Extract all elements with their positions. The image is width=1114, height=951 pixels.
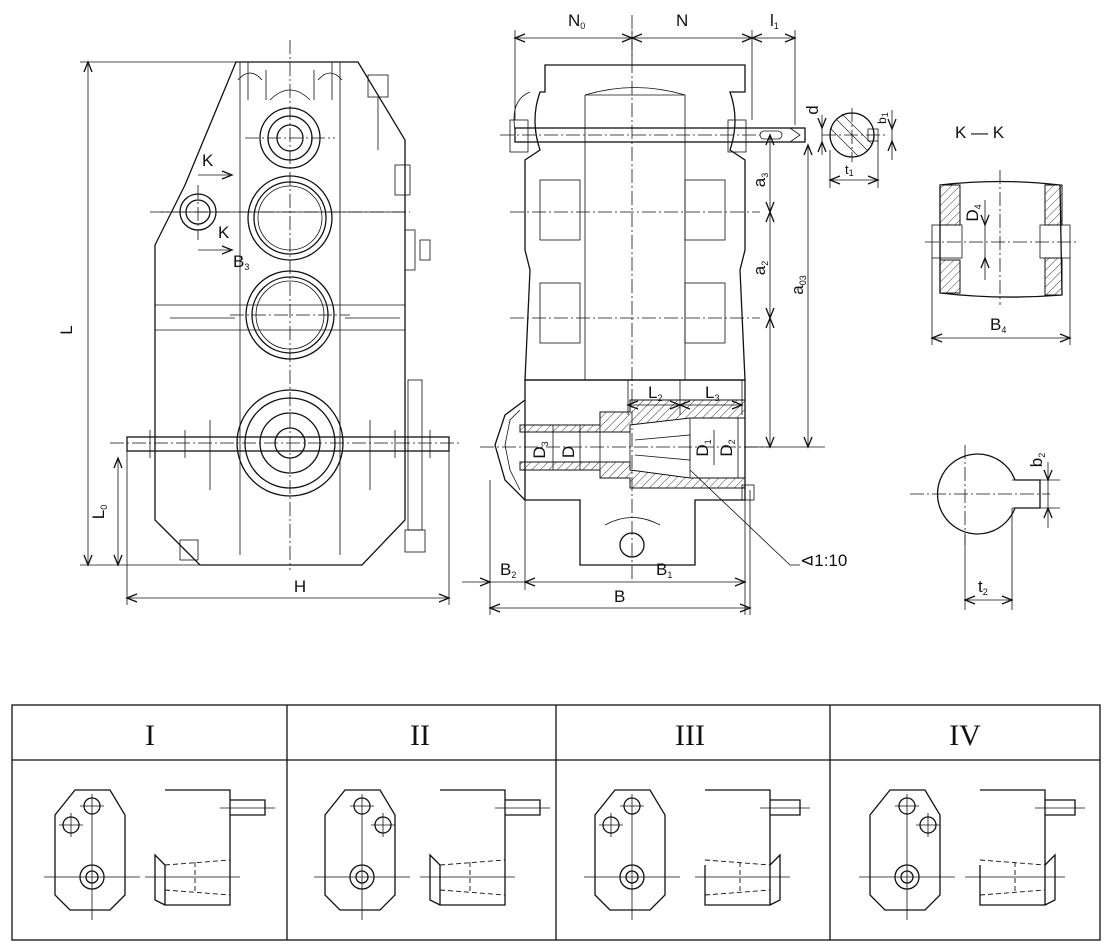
assembly-form-4 xyxy=(859,789,1085,920)
dim-l1: l1 xyxy=(770,11,779,31)
dim-D3: D3 xyxy=(530,441,550,458)
dim-L2: L2 xyxy=(648,383,662,403)
dim-a3: a3 xyxy=(750,173,770,187)
dim-b2: b2 xyxy=(1027,453,1047,467)
k-k-section-view: K — K D4 B4 xyxy=(925,123,1078,345)
dim-L0: L0 xyxy=(89,505,109,519)
assembly-form-1 xyxy=(44,789,275,920)
hole-keyway-section: b2 t2 xyxy=(910,445,1060,610)
dim-K-bottom: K xyxy=(218,223,230,242)
dim-D4: D4 xyxy=(963,204,983,221)
assembly-header-3: III xyxy=(675,719,705,752)
dim-H: H xyxy=(294,577,306,596)
dim-t2: t2 xyxy=(978,577,988,597)
shaft-key-section: b1 t1 xyxy=(822,108,897,188)
front-view: L L0 H K K B3 xyxy=(57,40,460,605)
assembly-form-2 xyxy=(314,789,550,920)
assembly-header-4: IV xyxy=(949,719,981,752)
dim-N: N xyxy=(676,11,688,30)
assembly-table: I II III IV xyxy=(11,704,1101,941)
dim-B1: B1 xyxy=(656,560,672,580)
section-label-K-K: K — K xyxy=(955,123,1005,142)
dim-B3: B3 xyxy=(233,252,249,272)
dim-D2: D2 xyxy=(717,439,737,456)
assembly-form-3 xyxy=(584,789,810,920)
dim-L: L xyxy=(57,325,76,334)
dim-b1: b1 xyxy=(875,112,890,124)
dim-K-top: K xyxy=(202,151,214,170)
dim-d: d xyxy=(803,105,822,114)
dim-B: B xyxy=(614,587,625,606)
assembly-header-1: I xyxy=(145,719,155,752)
dim-D1: D1 xyxy=(693,439,713,456)
side-view: N0 N l1 d a3 a2 a03 L2 L3 D3 D D1 D2 xyxy=(462,11,847,615)
dim-a03: a03 xyxy=(788,275,808,294)
dim-B4: B4 xyxy=(990,315,1006,335)
dim-L3: L3 xyxy=(705,383,719,403)
dim-taper: ⊲1:10 xyxy=(800,551,847,570)
dim-B2: B2 xyxy=(500,560,516,580)
dim-t1: t1 xyxy=(845,162,854,178)
dim-D: D xyxy=(559,446,578,458)
dim-a2: a2 xyxy=(750,261,770,275)
dim-N0: N0 xyxy=(568,11,585,31)
assembly-header-2: II xyxy=(410,719,430,752)
